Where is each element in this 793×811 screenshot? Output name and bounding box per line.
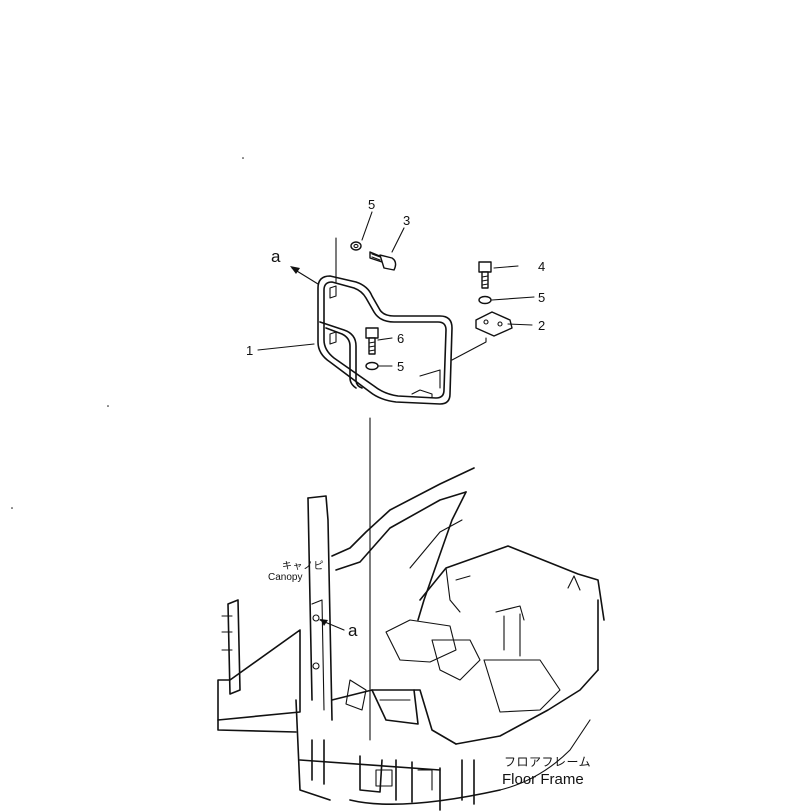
- washer-mid: [365, 361, 379, 371]
- floor-frame-label-en: Floor Frame: [502, 771, 584, 788]
- callout-5-right: 5: [538, 290, 546, 305]
- canopy-label-jp: キャノピ: [282, 561, 324, 572]
- bolt-part-4: [478, 261, 492, 289]
- canopy-label-en: Canopy: [268, 572, 303, 583]
- handrail-part-1: [317, 275, 453, 405]
- bolt-part-6: [365, 327, 379, 355]
- washer-right: [478, 295, 492, 305]
- callout-5-top: 5: [368, 197, 376, 212]
- bolt-part-3: [369, 251, 397, 271]
- callout-4: 4: [538, 259, 546, 274]
- plate-part-2: [475, 311, 513, 337]
- callout-3: 3: [403, 213, 411, 228]
- washer-top: [350, 241, 362, 251]
- callout-2: 2: [538, 318, 546, 333]
- leader-lines: [257, 211, 535, 741]
- callout-a-bottom: a: [348, 621, 358, 640]
- callout-1: 1: [246, 343, 254, 358]
- callout-a-top: a: [271, 247, 281, 266]
- callout-6: 6: [397, 331, 405, 346]
- floor-frame-label-jp: フロアフレーム: [504, 755, 592, 769]
- canopy-structure: [217, 467, 605, 811]
- callout-5-mid: 5: [397, 359, 405, 374]
